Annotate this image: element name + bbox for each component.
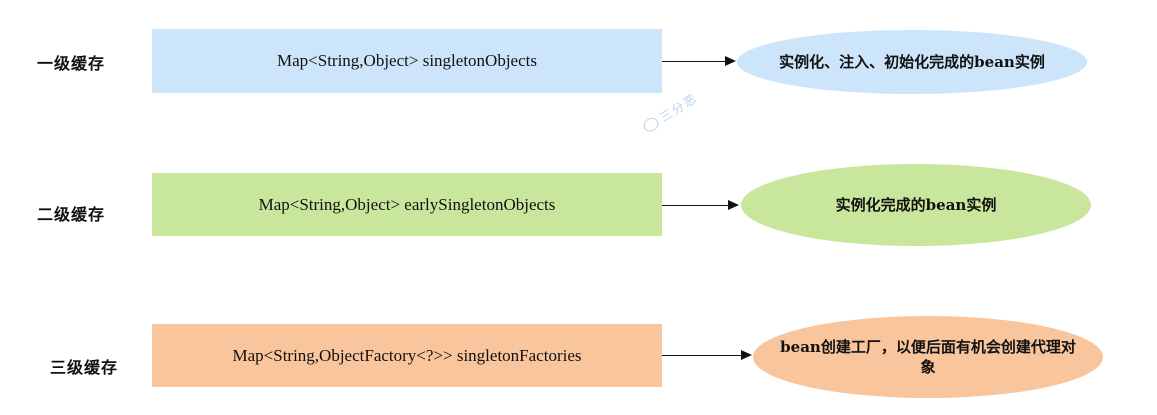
arrow-3: [662, 350, 752, 360]
cache-desc-text-1: 实例化、注入、初始化完成的bean实例: [779, 53, 1045, 71]
face-icon: [641, 115, 661, 135]
cache-desc-text-3: bean创建工厂，以便后面有机会创建代理对象: [780, 338, 1076, 376]
level-label-3: 三级缓存: [50, 358, 119, 377]
cache-map-box-2: Map<String,Object> earlySingletonObjects: [152, 173, 662, 236]
watermark-text: 三分恶: [657, 90, 701, 125]
watermark: 三分恶: [640, 89, 701, 136]
cache-desc-text-2: 实例化完成的bean实例: [835, 196, 997, 214]
arrow-1: [662, 56, 736, 66]
cache-desc-ellipse-1: 实例化、注入、初始化完成的bean实例: [737, 30, 1087, 94]
level-label-1: 一级缓存: [37, 54, 106, 73]
cache-map-box-3: Map<String,ObjectFactory<?>> singletonFa…: [152, 324, 662, 387]
cache-map-box-1: Map<String,Object> singletonObjects: [152, 29, 662, 93]
cache-desc-ellipse-2: 实例化完成的bean实例: [741, 164, 1091, 246]
cache-desc-ellipse-3: bean创建工厂，以便后面有机会创建代理对象: [753, 316, 1103, 398]
level-label-2: 二级缓存: [37, 205, 106, 224]
arrow-2: [662, 200, 739, 210]
